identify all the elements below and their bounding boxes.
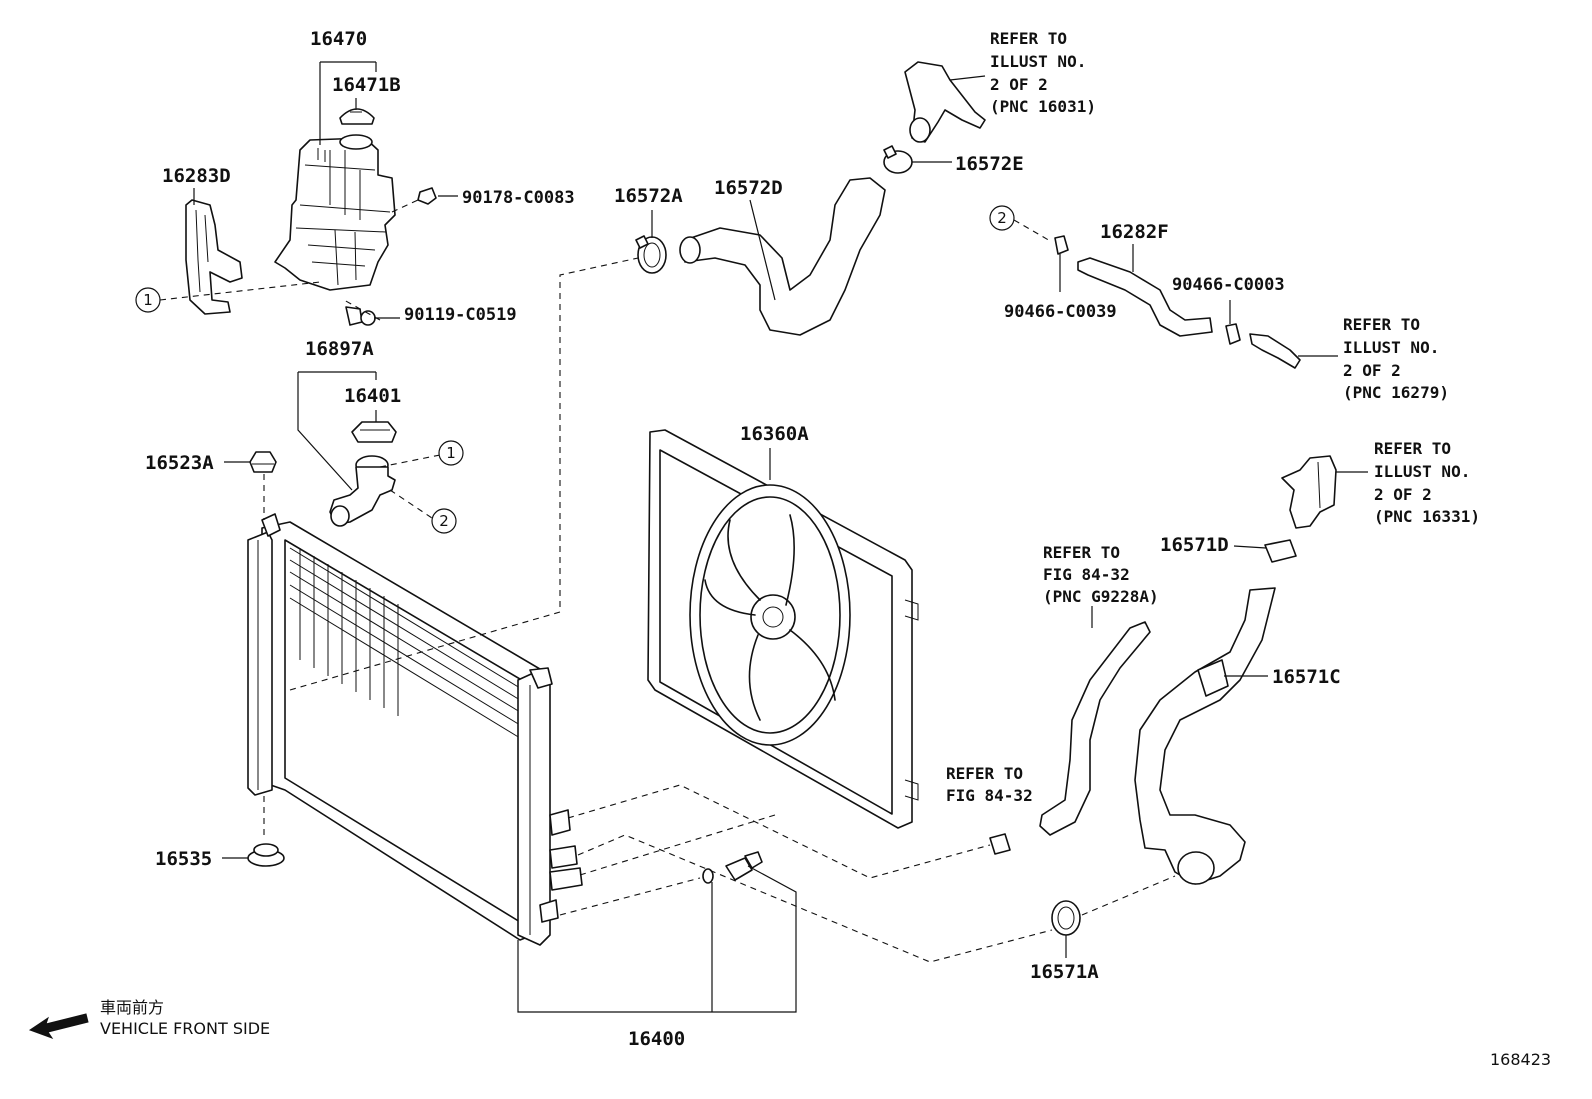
label-16360A[interactable]: 16360A xyxy=(740,423,809,445)
svg-text:(PNC 16279): (PNC 16279) xyxy=(1343,383,1449,402)
reservoir-tank[interactable] xyxy=(274,134,396,291)
vehicle-front-en: VEHICLE FRONT SIDE xyxy=(100,1019,270,1038)
callout-2-left: 2 xyxy=(431,508,457,534)
svg-text:FIG 84-32: FIG 84-32 xyxy=(946,786,1033,805)
svg-text:2: 2 xyxy=(997,209,1007,227)
label-16401[interactable]: 16401 xyxy=(344,385,401,407)
svg-text:2: 2 xyxy=(439,512,449,530)
bypass-hose[interactable] xyxy=(1077,257,1213,337)
label-16283D[interactable]: 16283D xyxy=(162,165,231,187)
refer-note-16331[interactable]: REFER TO ILLUST NO. 2 OF 2 (PNC 16331) xyxy=(1374,439,1480,526)
filler-neck[interactable] xyxy=(329,455,396,527)
svg-text:ILLUST NO.: ILLUST NO. xyxy=(1343,338,1439,357)
svg-text:REFER TO: REFER TO xyxy=(990,29,1067,48)
leader-lines xyxy=(193,61,1368,1013)
clip-90178[interactable] xyxy=(417,187,437,205)
label-16400[interactable]: 16400 xyxy=(628,1028,685,1050)
svg-text:1: 1 xyxy=(143,291,153,309)
label-16572A[interactable]: 16572A xyxy=(614,185,683,207)
label-16897A[interactable]: 16897A xyxy=(305,338,374,360)
hose-clamp-16572A[interactable] xyxy=(635,235,667,274)
refer-note-fig84[interactable]: REFER TO FIG 84-32 xyxy=(946,764,1033,805)
reservoir-cap[interactable] xyxy=(339,104,375,125)
label-16471B[interactable]: 16471B xyxy=(332,74,401,96)
overflow-hose[interactable] xyxy=(1039,621,1151,836)
label-16571C[interactable]: 16571C xyxy=(1272,666,1341,688)
callout-2-right: 2 xyxy=(989,205,1015,231)
hose-clamp-16571A[interactable] xyxy=(1051,900,1081,936)
svg-text:2 OF 2: 2 OF 2 xyxy=(1374,485,1432,504)
label-90466-C0003[interactable]: 90466-C0003 xyxy=(1172,275,1285,295)
svg-text:FIG 84-32: FIG 84-32 xyxy=(1043,565,1130,584)
label-90466-C0039[interactable]: 90466-C0039 xyxy=(1004,302,1117,322)
upper-hose[interactable] xyxy=(679,177,886,336)
clip-fig84[interactable] xyxy=(989,833,1011,855)
bypass-pipe[interactable] xyxy=(1249,333,1301,369)
svg-text:1: 1 xyxy=(446,444,456,462)
upper-cushion[interactable] xyxy=(249,451,277,473)
svg-text:2 OF 2: 2 OF 2 xyxy=(990,75,1048,94)
refer-note-16279[interactable]: REFER TO ILLUST NO. 2 OF 2 (PNC 16279) xyxy=(1343,315,1449,402)
clip-90466-c0003[interactable] xyxy=(1225,323,1241,345)
dashed-guides xyxy=(159,199,1176,963)
label-16572E[interactable]: 16572E xyxy=(955,153,1024,175)
bolt-90119[interactable] xyxy=(345,306,376,326)
lower-cushion[interactable] xyxy=(247,843,285,867)
svg-text:2 OF 2: 2 OF 2 xyxy=(1343,361,1401,380)
svg-text:ILLUST NO.: ILLUST NO. xyxy=(1374,462,1470,481)
water-outlet[interactable] xyxy=(904,61,986,143)
drain-cock[interactable] xyxy=(702,851,763,884)
svg-text:(PNC 16331): (PNC 16331) xyxy=(1374,507,1480,526)
filler-cap[interactable] xyxy=(351,421,397,443)
callout-1-right: 1 xyxy=(438,440,464,466)
clip-16571D[interactable] xyxy=(1264,539,1297,563)
label-16282F[interactable]: 16282F xyxy=(1100,221,1169,243)
refer-note-16031[interactable]: REFER TO ILLUST NO. 2 OF 2 (PNC 16031) xyxy=(990,29,1096,116)
refer-note-g9228a[interactable]: REFER TO FIG 84-32 (PNC G9228A) xyxy=(1043,543,1159,606)
vehicle-front-jp: 車両前方 xyxy=(100,998,164,1017)
label-16571A[interactable]: 16571A xyxy=(1030,961,1099,983)
water-inlet[interactable] xyxy=(1281,455,1337,529)
label-90178-C0083[interactable]: 90178-C0083 xyxy=(462,188,575,208)
label-16470[interactable]: 16470 xyxy=(310,28,367,50)
fan-shroud[interactable] xyxy=(647,429,919,829)
label-16523A[interactable]: 16523A xyxy=(145,452,214,474)
svg-text:REFER TO: REFER TO xyxy=(1043,543,1120,562)
svg-text:REFER TO: REFER TO xyxy=(946,764,1023,783)
lower-hose[interactable] xyxy=(1134,587,1276,885)
illustration-number: 168423 xyxy=(1490,1050,1551,1069)
arrow-left-icon xyxy=(28,1013,89,1039)
callout-1-left: 1 xyxy=(135,287,161,313)
label-16572D[interactable]: 16572D xyxy=(714,177,783,199)
svg-text:(PNC G9228A): (PNC G9228A) xyxy=(1043,587,1159,606)
clip-90466-c0039[interactable] xyxy=(1054,235,1069,255)
svg-text:REFER TO: REFER TO xyxy=(1343,315,1420,334)
svg-text:(PNC 16031): (PNC 16031) xyxy=(990,97,1096,116)
label-16571D[interactable]: 16571D xyxy=(1160,534,1229,556)
hose-clamp-16572E[interactable] xyxy=(883,145,913,174)
svg-text:REFER TO: REFER TO xyxy=(1374,439,1451,458)
label-16535[interactable]: 16535 xyxy=(155,848,212,870)
label-90119-C0519[interactable]: 90119-C0519 xyxy=(404,305,517,325)
reservoir-hose[interactable] xyxy=(185,199,243,315)
svg-text:ILLUST NO.: ILLUST NO. xyxy=(990,52,1086,71)
radiator[interactable] xyxy=(247,513,583,946)
